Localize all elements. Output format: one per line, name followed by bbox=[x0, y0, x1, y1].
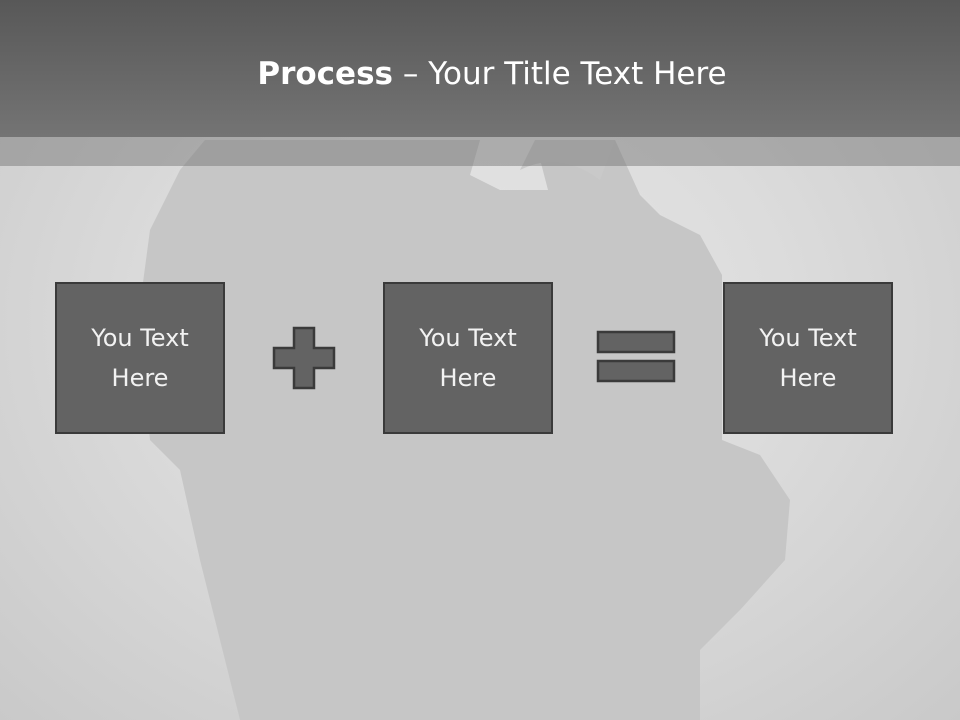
slide-title: Process – Your Title Text Here bbox=[0, 52, 960, 96]
text-box-2[interactable]: You Text Here bbox=[383, 282, 553, 434]
title-bar bbox=[0, 0, 960, 137]
text-box-2-label: You Text Here bbox=[419, 324, 517, 392]
plus-icon bbox=[272, 326, 336, 390]
slide-title-rest: – Your Title Text Here bbox=[393, 56, 727, 92]
title-band bbox=[0, 137, 960, 166]
text-box-1-label: You Text Here bbox=[91, 324, 189, 392]
equals-icon bbox=[596, 330, 676, 383]
slide-title-bold: Process bbox=[257, 56, 393, 92]
text-box-1[interactable]: You Text Here bbox=[55, 282, 225, 434]
text-box-3[interactable]: You Text Here bbox=[723, 282, 893, 434]
text-box-3-label: You Text Here bbox=[759, 324, 857, 392]
